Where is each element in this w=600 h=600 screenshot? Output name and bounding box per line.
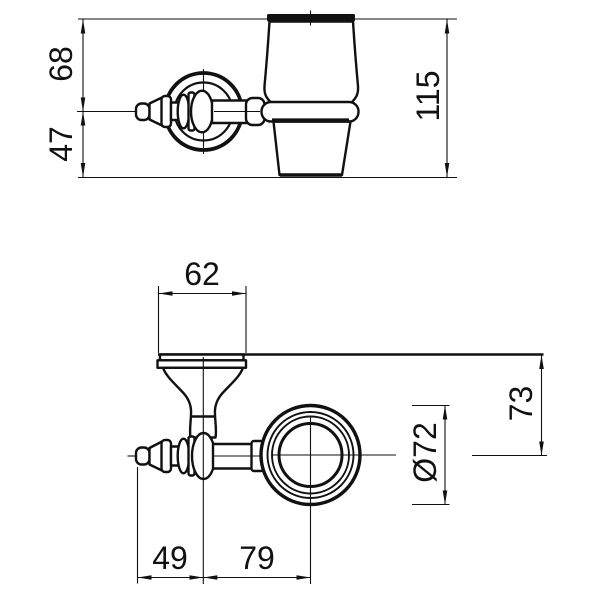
arm-center-bulge (189, 89, 215, 134)
dimension-ring-diameter: Ø72 (407, 404, 450, 506)
dimension-115: 115 (410, 19, 450, 177)
tumbler-lower-body (272, 120, 352, 177)
dim-label-ring-diameter: Ø72 (407, 422, 443, 482)
tumbler-upper-body (263, 20, 360, 104)
dimension-47: 47 (43, 111, 86, 177)
holder-ring-front (260, 100, 360, 123)
dim-label-49: 49 (152, 540, 188, 576)
dimension-49: 49 (136, 467, 204, 584)
front-view: 68 47 115 (43, 10, 457, 179)
finial-disc-plan (160, 438, 173, 474)
dim-label-62: 62 (184, 256, 220, 292)
holder-ring-plan (259, 403, 396, 584)
dimension-79: 79 (203, 540, 311, 580)
dim-label-73: 73 (503, 386, 539, 422)
dim-label-47: 47 (43, 126, 79, 162)
finial-disc (160, 94, 173, 129)
dimension-68: 68 (43, 19, 86, 112)
finial-knob-plan (134, 446, 151, 466)
dim-label-79: 79 (239, 540, 275, 576)
wall-plate-plan (156, 353, 248, 439)
dim-label-68: 68 (43, 46, 79, 82)
arm-front (134, 89, 266, 134)
finial-knob (134, 102, 151, 122)
dim-label-115: 115 (410, 70, 446, 121)
tumbler-front (263, 10, 360, 177)
plan-view: 62 Ø72 73 49 79 (127, 256, 547, 584)
dimension-62: 62 (157, 256, 247, 353)
dimension-73: 73 (472, 355, 547, 457)
